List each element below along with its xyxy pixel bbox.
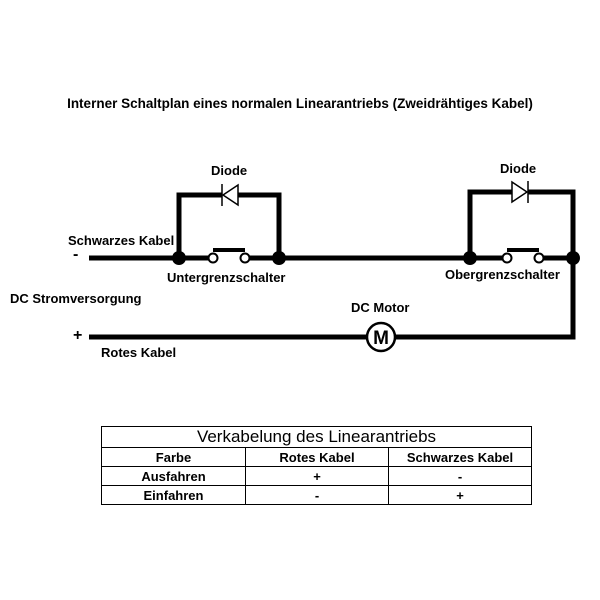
table-header-cell: Rotes Kabel	[245, 447, 389, 467]
table-cell: +	[245, 466, 389, 486]
motor-label: DC Motor	[351, 300, 410, 315]
diode-bypass-wire-right	[528, 189, 576, 258]
table-cell: +	[388, 485, 532, 505]
table-title-row: Verkabelung des Linearantriebs	[101, 426, 532, 448]
plus-sign: +	[73, 327, 83, 344]
table-title: Verkabelung des Linearantriebs	[101, 426, 532, 448]
junction-dot	[463, 251, 477, 265]
table-row: Einfahren - +	[101, 485, 532, 505]
diode-right-icon	[511, 180, 529, 204]
diode-bypass-wire-left	[238, 192, 282, 258]
motor-symbol: M	[373, 328, 389, 349]
table-row: Ausfahren + -	[101, 466, 532, 486]
diode-bypass-wire-left	[176, 192, 222, 258]
table-header-cell: Schwarzes Kabel	[388, 447, 532, 467]
table-header-row: Farbe Rotes Kabel Schwarzes Kabel	[101, 447, 532, 467]
wiring-table: Verkabelung des Linearantriebs Farbe Rot…	[101, 426, 532, 505]
power-supply-label: DC Stromversorgung	[10, 291, 142, 306]
upper-limit-switch-label: Obergrenzschalter	[445, 267, 560, 282]
table-cell: Einfahren	[101, 485, 246, 505]
table-cell: -	[388, 466, 532, 486]
lower-limit-switch-icon	[207, 248, 251, 264]
black-cable-label: Schwarzes Kabel	[68, 233, 175, 248]
table-header-cell: Farbe	[101, 447, 246, 467]
junction-dot	[172, 251, 186, 265]
upper-limit-switch-icon	[501, 248, 545, 264]
diode-bypass-wire-right	[467, 189, 512, 258]
red-cable-label: Rotes Kabel	[101, 345, 177, 360]
diode-left-label: Diode	[211, 163, 248, 178]
wire-segment	[395, 256, 576, 340]
table-cell: Ausfahren	[101, 466, 246, 486]
motor-icon: M	[365, 321, 397, 353]
diode-left-icon	[221, 183, 239, 207]
junction-dot	[272, 251, 286, 265]
junction-dot	[566, 251, 580, 265]
diode-right-label: Diode	[500, 161, 537, 176]
diagram-title: Interner Schaltplan eines normalen Linea…	[67, 96, 533, 111]
minus-sign: -	[73, 246, 79, 263]
table-cell: -	[245, 485, 389, 505]
lower-limit-switch-label: Untergrenzschalter	[167, 270, 286, 285]
